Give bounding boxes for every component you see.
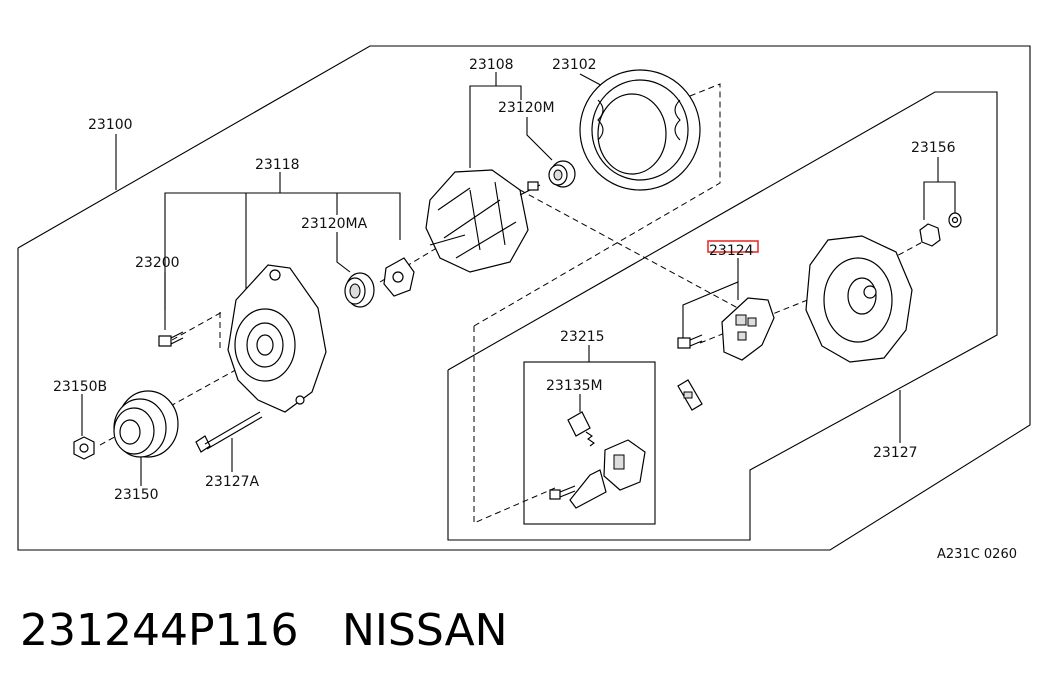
regulator-screw [677,334,703,349]
pulley [113,390,179,458]
rotor [425,169,541,273]
label-23100: 23100 [88,117,133,133]
reference-code: A231C 0260 [937,547,1017,562]
label-23135m: 23135M [546,378,603,394]
caption-brand: NISSAN [342,605,508,656]
label-23200: 23200 [135,255,180,271]
label-23127: 23127 [873,445,918,461]
label-23215: 23215 [560,329,605,345]
highlight-box [707,240,759,253]
brush [567,411,595,447]
label-23150b: 23150B [53,379,107,395]
label-23124: 23124 [709,243,754,259]
leader-lines [81,72,956,486]
rear-housing [805,235,913,363]
front-housing [227,264,327,413]
screw-23200 [158,331,184,347]
terminal-clip [677,379,703,411]
label-23118: 23118 [255,157,300,173]
terminal-nut [919,212,962,247]
rear-dashed-box [473,83,721,524]
pulley-nut [73,436,95,460]
rear-bearing [548,160,576,188]
label-23156: 23156 [911,140,956,156]
outer-frame [17,45,1031,551]
through-bolt [195,411,263,453]
front-bearing [344,272,375,308]
caption-part-number: 231244P116 [20,605,298,656]
stator [579,69,701,191]
inner-frame [447,91,998,541]
label-23120m: 23120M [498,100,555,116]
label-23108: 23108 [469,57,514,73]
part-labels: 23100 23108 23102 23120M 23118 23120MA 2… [53,57,956,503]
label-23150: 23150 [114,487,159,503]
label-23120ma: 23120MA [301,216,368,232]
retainer-plate [383,257,415,297]
label-23102: 23102 [552,57,597,73]
label-23127a: 23127A [205,474,260,490]
brush-holder [569,439,646,509]
brush-holder-screw [549,485,576,500]
regulator [721,297,775,361]
